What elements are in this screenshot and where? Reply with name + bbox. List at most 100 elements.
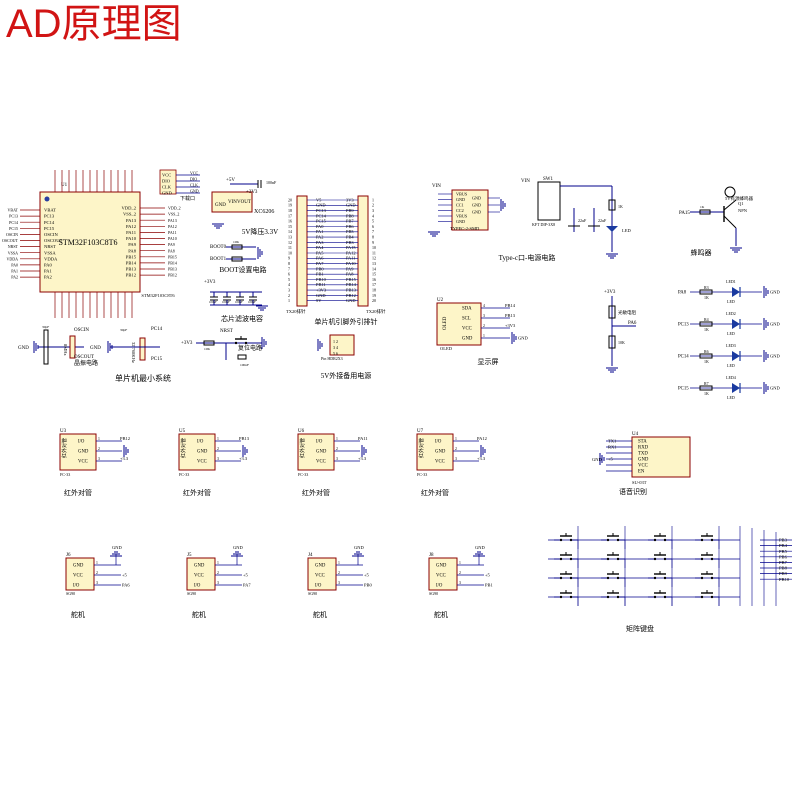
ldr-res: 10K	[618, 340, 625, 345]
filter-cap-label: 100nF	[222, 300, 230, 304]
ir-net: PB12	[120, 436, 130, 441]
header-left-pin: PA4	[316, 245, 324, 250]
servo-pin-number: 3	[459, 581, 461, 585]
servo-pin-number: 2	[338, 571, 340, 575]
servo-pin-number: 1	[338, 561, 340, 565]
header-left-pin-number: 14	[288, 229, 292, 234]
header-left-pin-number: 15	[288, 224, 292, 229]
mcu-bottom-pins	[54, 292, 133, 318]
header-right-pin-number: 5	[372, 219, 374, 224]
reset-nrst-label: NRST	[220, 329, 233, 334]
download-pin-label: GND	[162, 191, 172, 196]
led-block: PA8R31KLED1LEDGNDPC13R41KLED2LEDGNDPC14R…	[678, 279, 780, 400]
typec-pin: VBUS	[456, 214, 468, 219]
oled-pin-number: 4	[483, 304, 485, 308]
header-left-pin-number: 6	[288, 272, 290, 277]
header-right-pin: PA15	[346, 245, 356, 250]
header-right-pin-number: 4	[372, 213, 374, 218]
header-left-pin: GND	[316, 203, 326, 208]
header-left-pin-number: 18	[288, 208, 292, 213]
download-port-body	[159, 169, 177, 195]
header-right-pin: PB12	[346, 293, 356, 298]
ir-pin-number: 3	[98, 457, 100, 461]
mcu-net-label: PA1	[11, 269, 18, 274]
voice-pin: STA	[638, 440, 647, 445]
buzzer-label: 蜂鸣器	[691, 248, 712, 257]
download-pin-label: VCC	[162, 173, 171, 178]
servo-pin-number: 1	[217, 561, 219, 565]
mcu-pin-label: PA0	[44, 263, 52, 268]
led-icon	[732, 383, 740, 393]
servo-pin: VCC	[315, 574, 325, 579]
typec-cap2: 22uF	[598, 218, 607, 223]
servo-designator: J6	[66, 553, 71, 558]
oled-pin: VCC	[462, 327, 472, 332]
download-net-label: DIO	[190, 177, 197, 182]
header-left-pin: PA7	[316, 261, 324, 266]
ir-pin: GND	[78, 450, 89, 455]
download-net-label: VCC	[190, 171, 199, 176]
led-res-designator: R6	[704, 349, 709, 354]
servo-pin-number: 3	[338, 581, 340, 585]
reset-res-label: 10K	[204, 347, 211, 351]
mcu-net-label: VDD_2	[168, 206, 181, 211]
ir-label: 红外对管	[421, 488, 449, 497]
mcu-pin-label: NRST	[44, 244, 56, 249]
ir-pin: I/O	[316, 440, 323, 445]
pin1-marker	[44, 196, 50, 202]
header-left-pin: PB0	[316, 266, 324, 271]
mcu-net-label: VDDA	[6, 256, 18, 261]
typec-switch-name: KFT DIP-3X8	[532, 222, 555, 227]
header-left-pin-number: 8	[288, 261, 290, 266]
ir-part: FC-33	[60, 472, 70, 477]
download-net-label: GND	[190, 189, 199, 194]
servo-net: +5	[243, 573, 249, 578]
header-left-pin-number: 16	[288, 219, 292, 224]
oscout-label: OSCOUT	[74, 355, 94, 360]
led-res-designator: R7	[704, 381, 709, 386]
download-port-label: 下载口	[180, 195, 195, 202]
crystal-8mhz	[69, 335, 76, 359]
header-left-name: TX20排针	[286, 308, 306, 315]
servo-pin-number: 2	[96, 571, 98, 575]
header-left-pin: 5V	[316, 298, 322, 303]
mcu-chip-body	[39, 191, 141, 293]
svg-text:+3V3: +3V3	[604, 290, 616, 295]
mcu-pin-label: OSCOUT	[44, 238, 63, 243]
ir-module-name: 红外对管	[418, 438, 425, 458]
servo-pin: I/O	[315, 584, 322, 589]
typec-pin: GND	[456, 219, 465, 224]
ir-pin: VCC	[316, 460, 326, 465]
buzzer-type: NPN	[738, 208, 748, 213]
header-left-pins: V520GND19PC1318PC1417PC1516PA015PA114PA2…	[288, 197, 340, 303]
boot-block: BOOT0 BOOT1 10K BOOT设置电路	[210, 240, 267, 274]
servo-net: PB0	[364, 583, 373, 588]
header-right-pin: PA10	[346, 261, 356, 266]
header-right-pin: PB8	[346, 213, 354, 218]
regulator-vin: VIN	[228, 200, 237, 205]
pc14-label: PC14	[151, 327, 163, 332]
header-right-pin: PA9	[346, 266, 354, 271]
led-gnd: GND	[770, 354, 780, 359]
header-right-pin: PA12	[346, 250, 356, 255]
oled-pin-number: 1	[483, 334, 485, 338]
servo-pin: GND	[315, 564, 326, 569]
svg-text:3 4: 3 4	[333, 345, 338, 350]
mcu-net-label: PA8	[168, 248, 175, 253]
typec-gnd-pin: GND	[472, 196, 481, 201]
header-left-pin: PA1	[316, 229, 323, 234]
servo-pin: I/O	[436, 584, 443, 589]
header-right-pin-number: 19	[372, 293, 376, 298]
mcu-net-label: PB13	[168, 267, 177, 272]
servo-connector	[186, 557, 216, 591]
ir-module-name: 红外对管	[61, 438, 68, 458]
